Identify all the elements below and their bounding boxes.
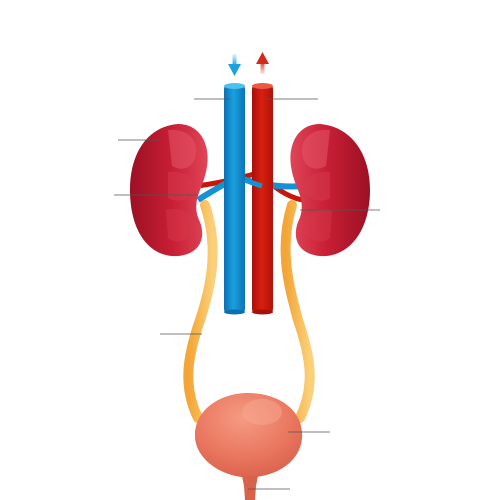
renal-vessel-crossing xyxy=(244,177,263,189)
left-ureter xyxy=(183,200,218,423)
leader-lines xyxy=(114,98,380,490)
aorta xyxy=(252,83,273,315)
left-kidney xyxy=(130,124,208,257)
bladder xyxy=(194,393,303,478)
inflow-arrow xyxy=(228,54,241,76)
vena-cava xyxy=(224,83,245,315)
outflow-arrow xyxy=(256,52,269,74)
right-kidney xyxy=(290,124,370,257)
urethra xyxy=(242,476,258,500)
right-ureter xyxy=(280,200,315,423)
